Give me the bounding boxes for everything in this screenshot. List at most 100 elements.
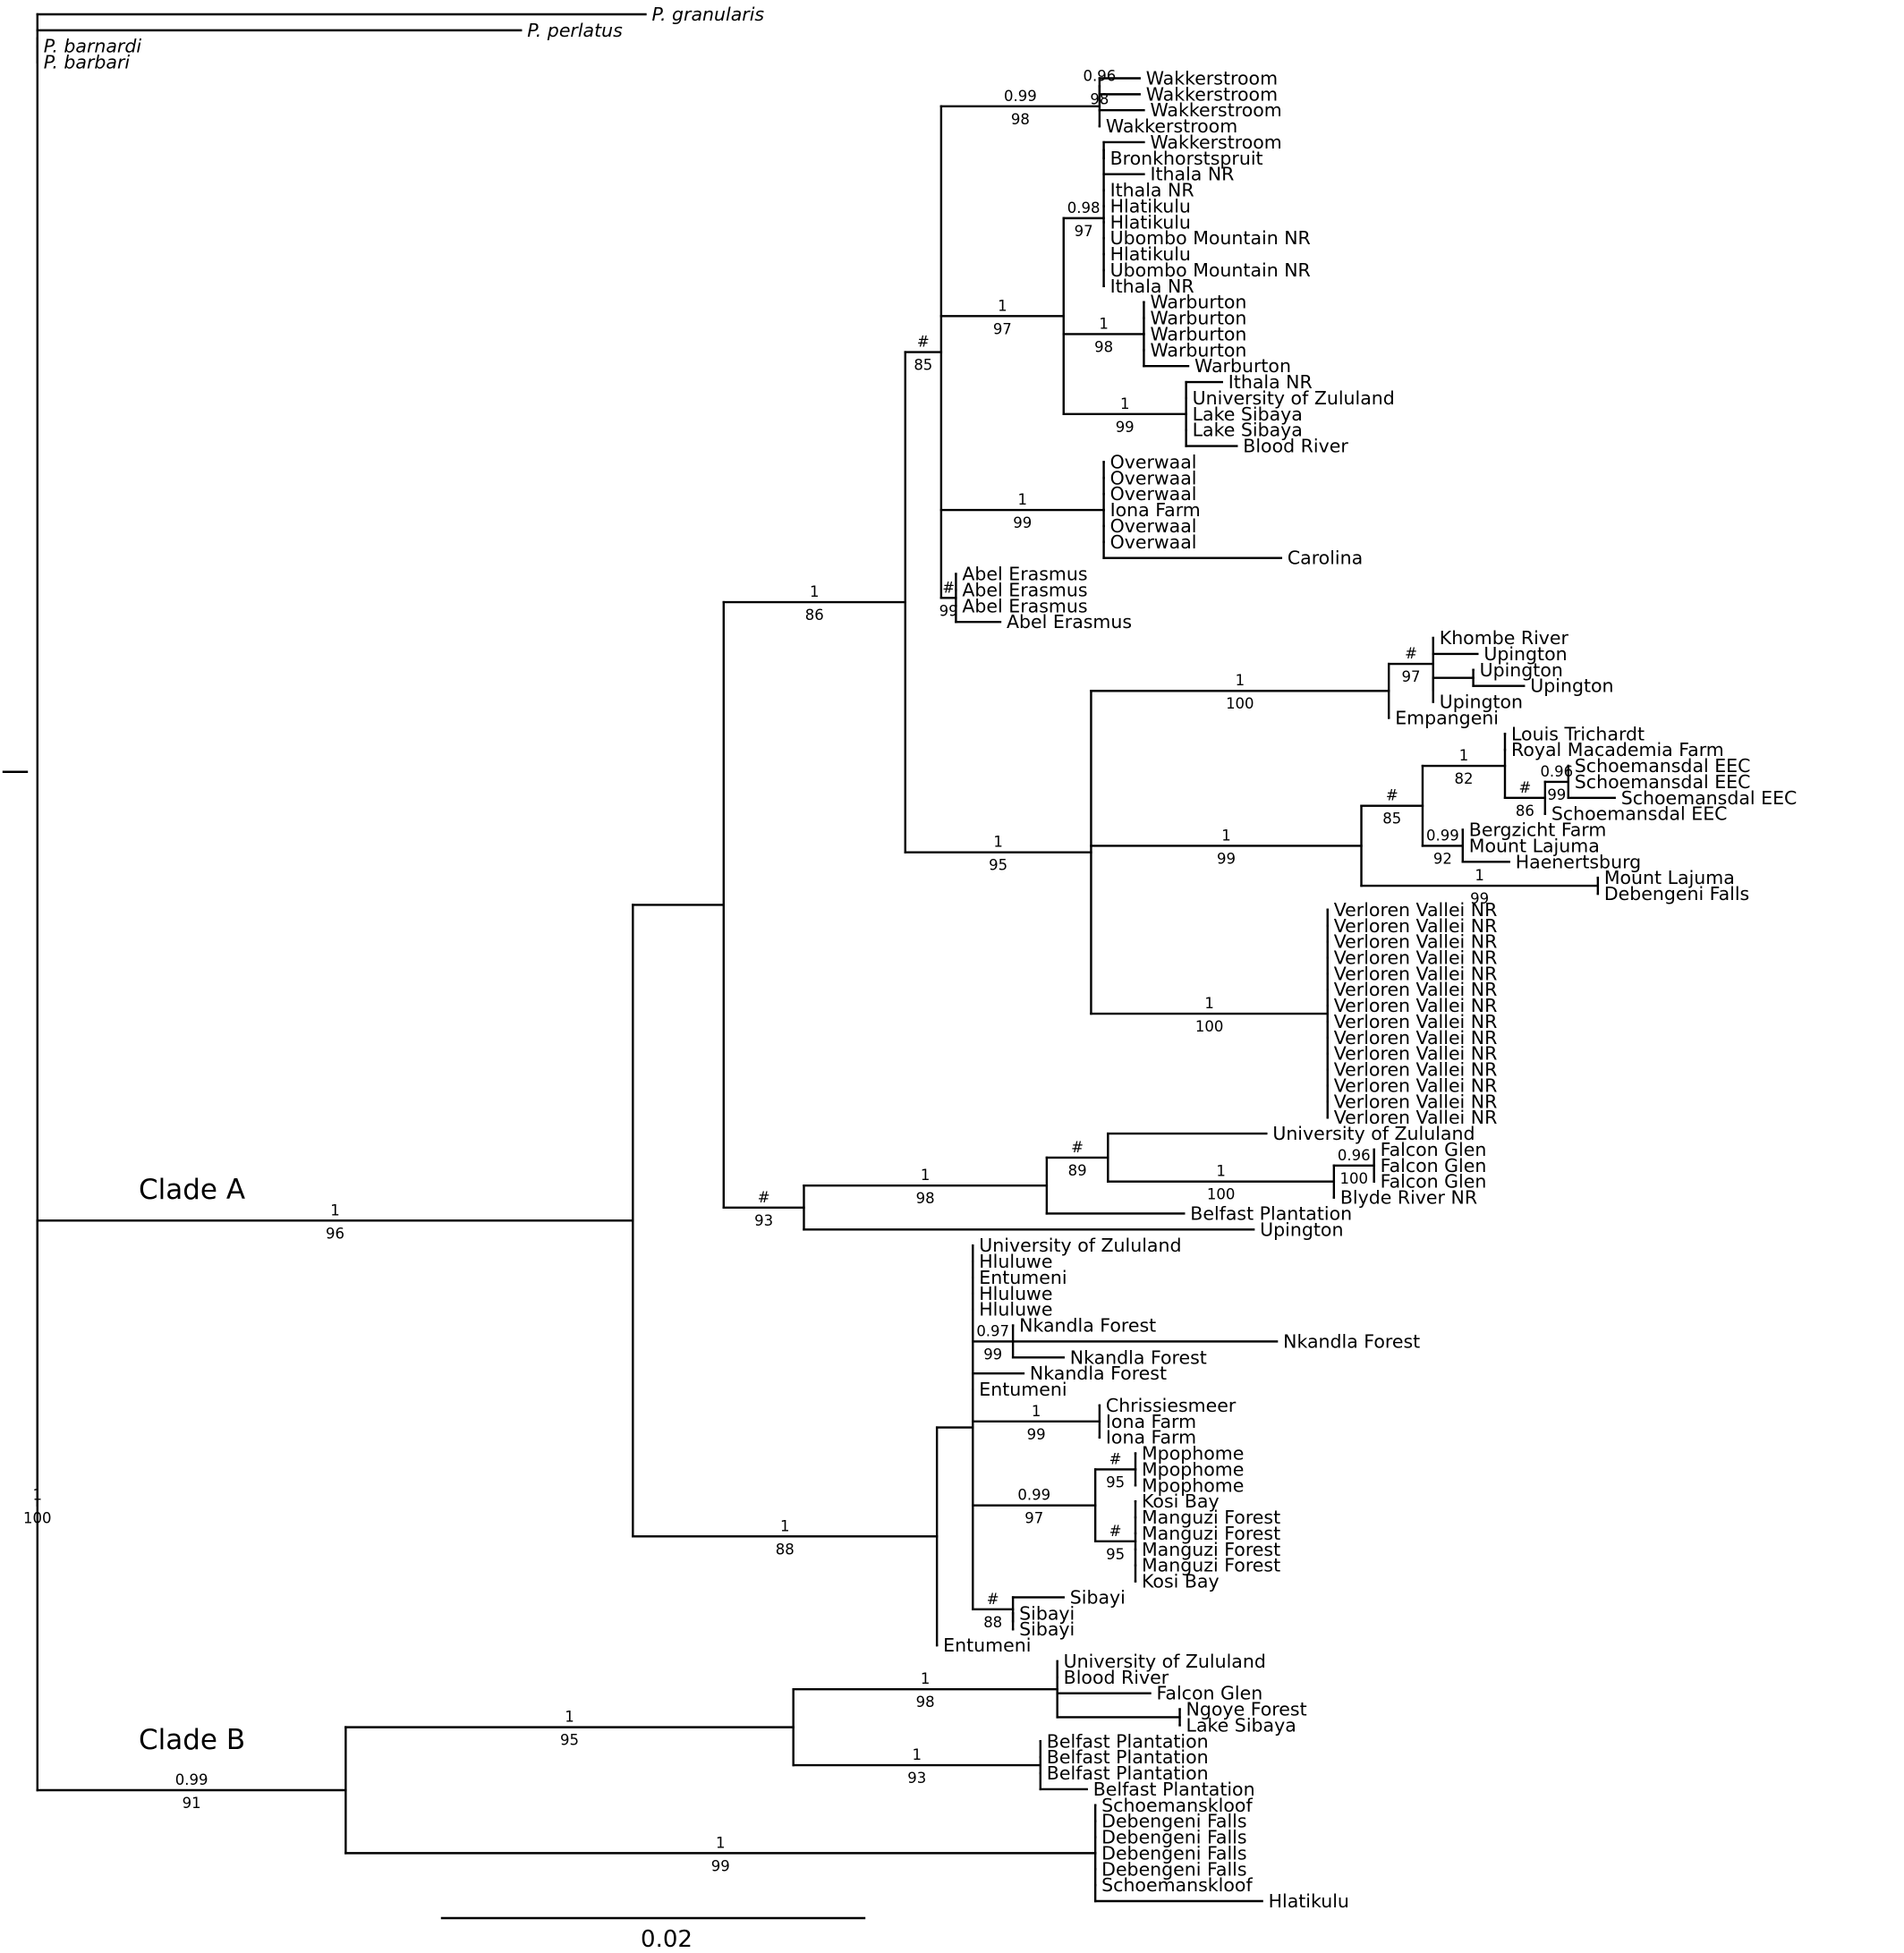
tip-label: Ubombo Mountain NR [1110, 227, 1311, 249]
posterior-probability-label: 1 [810, 583, 820, 600]
tip-label: Nkandla Forest [1283, 1330, 1420, 1352]
bootstrap-support-label: 98 [1094, 338, 1113, 355]
tip-label: Schoemanskloof [1101, 1795, 1253, 1816]
tip-label: Overwaal [1110, 531, 1197, 553]
bootstrap-support-label: 99 [983, 1346, 1002, 1363]
tip-label: Warburton [1150, 323, 1246, 344]
tip-label: Wakkerstroom [1146, 67, 1278, 89]
tip-label: Schoemansdal EEC [1575, 771, 1751, 793]
bootstrap-support-label: 96 [326, 1225, 344, 1242]
tip-label: Verloren Vallei NR [1334, 947, 1498, 969]
posterior-probability-label: 0.99 [175, 1771, 208, 1788]
bootstrap-support-label: 98 [916, 1190, 935, 1207]
bootstrap-support-label: 99 [711, 1857, 730, 1874]
tip-label: Hlatikulu [1110, 243, 1191, 265]
tip-label: Verloren Vallei NR [1334, 1059, 1498, 1081]
bootstrap-support-label: 98 [916, 1694, 935, 1711]
tip-label: Manguzi Forest [1142, 1555, 1280, 1576]
tip-label: Nkandla Forest [1019, 1315, 1156, 1337]
tip-label: Upington [1260, 1219, 1343, 1240]
bootstrap-support-label: 93 [754, 1212, 773, 1229]
tip-label: Debengeni Falls [1101, 1827, 1246, 1848]
tip-label: Ngoye Forest [1186, 1699, 1307, 1720]
tip-label: Schoemansdal EEC [1575, 755, 1751, 777]
posterior-probability-label: 1 [565, 1709, 574, 1726]
tip-label: Overwaal [1110, 467, 1197, 488]
tip-label: Falcon Glen [1381, 1171, 1487, 1193]
tip-label: Hlatikulu [1110, 195, 1191, 217]
scale-bar: 0.02 [440, 1916, 866, 1953]
posterior-probability-label: 1 [921, 1670, 931, 1687]
posterior-probability-label: 1 [716, 1834, 726, 1851]
tip-label: Ithala NR [1228, 371, 1313, 393]
tip-label: Verloren Vallei NR [1334, 931, 1498, 953]
bootstrap-support-label: 95 [560, 1732, 579, 1749]
tip-label: Entumeni [979, 1379, 1067, 1400]
bootstrap-support-label: 99 [1116, 419, 1135, 436]
posterior-probability-label: 1 [993, 834, 1003, 851]
bootstrap-support-label: 100 [23, 1510, 52, 1527]
tip-label: Khombe River [1440, 627, 1569, 649]
posterior-probability-label: 1 [1459, 747, 1469, 764]
tip-label: University of Zululand [1193, 387, 1395, 409]
tip-label: Haenertsburg [1516, 851, 1641, 872]
tip-label: Manguzi Forest [1142, 1539, 1280, 1560]
bootstrap-support-label: 95 [989, 857, 1007, 874]
tip-label: Bronkhorstspruit [1110, 148, 1263, 169]
tip-label: Debengeni Falls [1101, 1842, 1246, 1864]
bootstrap-support-label: 99 [1217, 850, 1236, 867]
tip-label: Warburton [1150, 308, 1246, 329]
bootstrap-support-label: 86 [805, 607, 824, 624]
posterior-probability-label: 1 [912, 1746, 922, 1763]
bootstrap-support-label: 99 [1470, 890, 1489, 907]
posterior-probability-label: # [942, 579, 955, 596]
tip-label: Debengeni Falls [1101, 1858, 1246, 1880]
tip-label: Nkandla Forest [1070, 1346, 1207, 1368]
posterior-probability-label: # [987, 1591, 999, 1608]
tip-label: Schoemansdal EEC [1551, 803, 1728, 825]
tip-label: Verloren Vallei NR [1334, 1027, 1498, 1049]
tip-label: Warburton [1150, 339, 1246, 361]
bootstrap-support-label: 85 [914, 357, 932, 374]
tip-label: Debengeni Falls [1604, 883, 1749, 904]
tip-label: Falcon Glen [1157, 1683, 1263, 1704]
tip-label: Warburton [1150, 292, 1246, 313]
tip-label: Hluluwe [979, 1283, 1052, 1304]
tip-label: Blood River [1243, 436, 1348, 457]
posterior-probability-label: # [758, 1189, 770, 1206]
tip-label: Abel Erasmus [1007, 611, 1132, 633]
tip-label: Sibayi [1019, 1618, 1075, 1640]
tip-label: Upington [1480, 659, 1563, 681]
tip-label: P. barnardi [44, 36, 142, 57]
tip-label: Verloren Vallei NR [1334, 1011, 1498, 1032]
tip-label: Verloren Vallei NR [1334, 915, 1498, 937]
posterior-probability-label: # [917, 334, 930, 351]
tip-label: Royal Macademia Farm [1511, 739, 1724, 760]
bootstrap-support-label: 86 [1516, 802, 1534, 819]
tip-label: Carolina [1288, 548, 1363, 569]
tip-label: Wakkerstroom [1146, 83, 1278, 105]
bootstrap-support-label: 99 [1027, 1426, 1046, 1443]
tip-label: Verloren Vallei NR [1334, 1107, 1498, 1128]
tip-label: Overwaal [1110, 483, 1197, 505]
bootstrap-support-label: 91 [183, 1795, 201, 1812]
tip-label: Wakkerstroom [1150, 99, 1281, 121]
bootstrap-support-label: 95 [1106, 1473, 1125, 1490]
bootstrap-support-label: 97 [993, 320, 1012, 337]
bootstrap-support-label: 93 [907, 1770, 926, 1787]
tip-label: Nkandla Forest [1030, 1363, 1167, 1384]
tip-label: Hluluwe [979, 1299, 1052, 1320]
tip-label: Belfast Plantation [1047, 1730, 1209, 1752]
tip-label: Bergzicht Farm [1469, 819, 1607, 841]
posterior-probability-label: # [1405, 645, 1417, 662]
posterior-probability-label: 1 [1099, 315, 1109, 332]
bootstrap-support-label: 99 [1547, 786, 1566, 803]
bootstrap-support-label: 97 [1024, 1510, 1043, 1527]
tip-label: Upington [1483, 643, 1567, 665]
tip-label: Upington [1440, 692, 1523, 713]
posterior-probability-label: 1 [1204, 995, 1214, 1012]
tip-label: Falcon Glen [1381, 1155, 1487, 1176]
posterior-probability-label: 0.99 [1004, 88, 1037, 105]
posterior-probability-label: 0.96 [1540, 763, 1573, 780]
tip-label: P. perlatus [527, 20, 623, 41]
